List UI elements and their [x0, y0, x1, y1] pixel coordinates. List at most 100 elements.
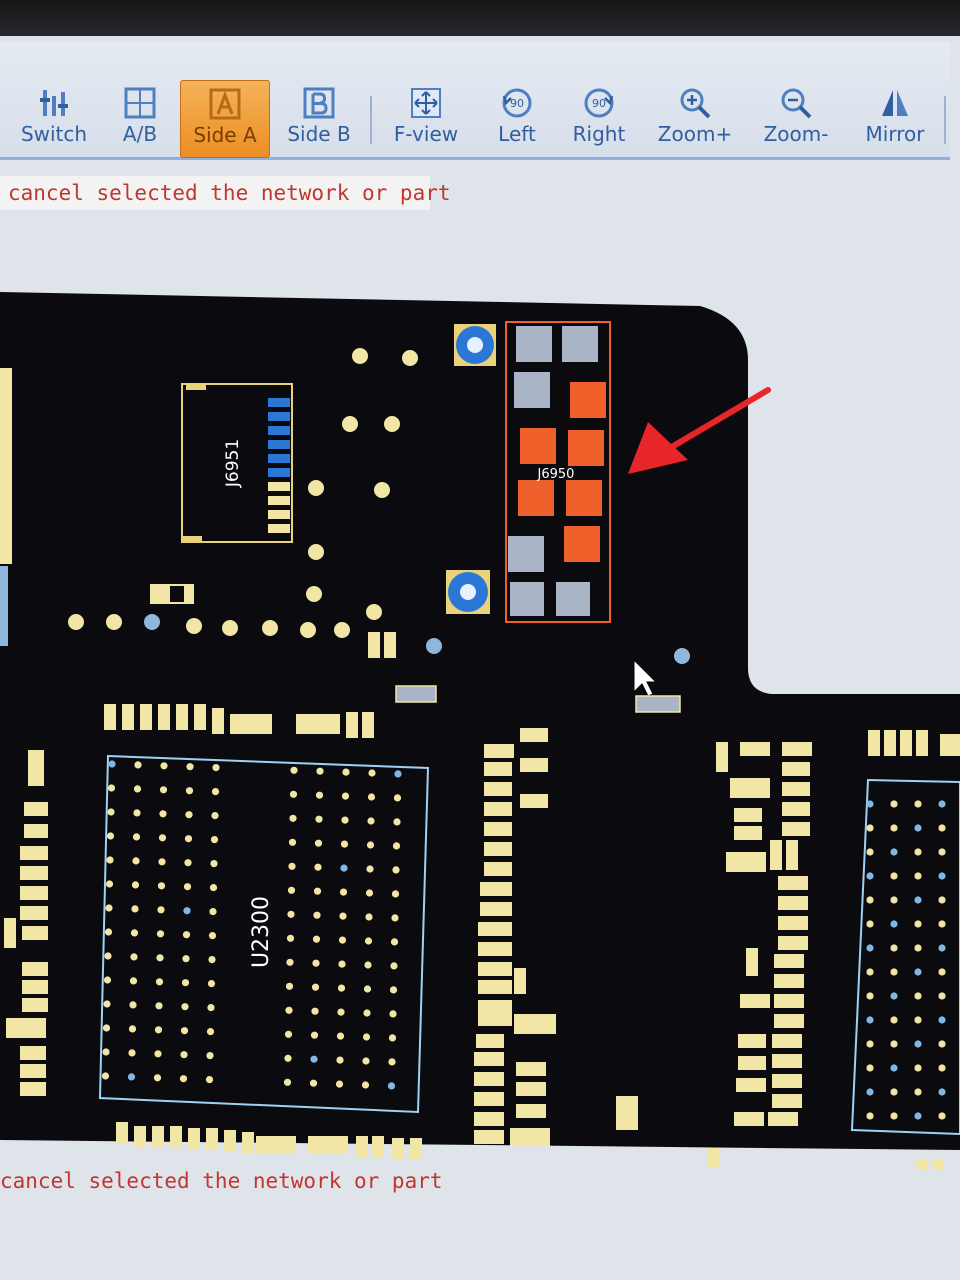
- bga-ball: [393, 794, 402, 802]
- bga-ball: [341, 816, 349, 824]
- bga-ball: [338, 960, 346, 968]
- bga-ball: [105, 904, 113, 912]
- bga-ball: [206, 1052, 214, 1060]
- rotate-left-label: Left: [498, 122, 536, 146]
- connector-j6950[interactable]: J6950: [505, 321, 611, 623]
- bga-ball: [160, 762, 168, 770]
- zoom-out-icon: [781, 88, 812, 119]
- bga-ball: [129, 1001, 137, 1009]
- side-b-icon: [303, 87, 335, 119]
- bga-ball: [156, 954, 164, 962]
- toolbar-separator: [944, 96, 946, 144]
- bga-ball: [315, 815, 323, 823]
- bga-ball: [339, 888, 348, 896]
- bga-ball: [365, 913, 373, 921]
- bga-ball: [290, 766, 298, 774]
- chip-right-partial[interactable]: [850, 778, 960, 1136]
- bga-ball: [890, 1016, 898, 1024]
- bga-ball: [181, 1003, 189, 1011]
- ab-button[interactable]: A/B: [110, 80, 170, 158]
- bga-ball: [387, 1082, 396, 1090]
- j6951-label: J6951: [223, 439, 243, 488]
- u2300-label: U2300: [249, 896, 274, 968]
- bga-ball: [182, 955, 190, 963]
- mirror-button[interactable]: Mirror: [858, 80, 932, 158]
- full-view-label: F-view: [393, 122, 459, 146]
- bga-ball: [914, 800, 922, 808]
- side-a-button[interactable]: Side A: [180, 80, 270, 158]
- bga-ball: [866, 944, 874, 952]
- chip-u2300[interactable]: U2300: [98, 754, 430, 1114]
- pcb-board: [0, 292, 960, 1150]
- bga-ball: [367, 817, 375, 825]
- rotate-right-label: Right: [572, 122, 626, 146]
- bga-ball: [363, 1009, 371, 1017]
- bga-ball: [208, 932, 217, 940]
- bga-ball: [866, 872, 874, 880]
- bga-ball: [310, 1055, 318, 1063]
- bga-ball: [914, 944, 922, 952]
- monitor-bezel: [0, 0, 960, 40]
- full-view-button[interactable]: F-view: [388, 80, 464, 158]
- zoom-out-button[interactable]: Zoom-: [758, 80, 834, 158]
- bga-ball: [156, 930, 165, 938]
- bga-ball: [312, 935, 321, 943]
- bga-ball: [890, 968, 898, 976]
- bga-ball: [313, 911, 321, 919]
- bga-ball: [890, 992, 898, 1000]
- bga-ball: [914, 1016, 922, 1024]
- bga-ball: [938, 824, 946, 832]
- bga-ball: [394, 770, 402, 778]
- side-b-button[interactable]: Side B: [282, 80, 356, 158]
- bga-ball: [866, 1112, 874, 1120]
- board-canvas[interactable]: J6951 J6950: [0, 210, 960, 1170]
- connector-j6951[interactable]: J6951: [181, 383, 293, 543]
- rotate-left-button[interactable]: 90 Left: [490, 80, 544, 158]
- bga-ball: [938, 944, 946, 952]
- bga-ball: [186, 763, 194, 771]
- bga-ball: [180, 1051, 188, 1059]
- rotate-right-icon: 90: [584, 88, 614, 118]
- bga-ball: [890, 896, 898, 904]
- bga-ball: [103, 1000, 111, 1008]
- bga-ball: [866, 992, 874, 1000]
- bga-ball: [914, 872, 922, 880]
- board-view[interactable]: J6951 J6950: [0, 210, 960, 1170]
- rotate-right-button[interactable]: 90 Right: [566, 80, 632, 158]
- bga-ball: [362, 1057, 370, 1065]
- zoom-in-button[interactable]: Zoom+: [654, 80, 736, 158]
- status-message-top: cancel selected the network or part: [0, 176, 451, 210]
- bga-ball: [890, 1040, 898, 1048]
- bga-ball: [866, 1064, 874, 1072]
- bga-ball: [183, 907, 191, 915]
- bga-ball: [288, 862, 296, 870]
- zoom-in-icon: [680, 88, 711, 119]
- bga-ball: [285, 1006, 293, 1014]
- bga-ball: [890, 920, 898, 928]
- bga-ball: [314, 839, 323, 847]
- side-a-icon: [209, 88, 241, 120]
- switch-button[interactable]: Switch: [14, 80, 94, 158]
- bga-ball: [131, 905, 139, 913]
- bga-ball: [133, 785, 142, 793]
- bga-ball: [361, 1081, 370, 1089]
- bga-ball: [207, 1004, 215, 1012]
- bga-ball: [390, 938, 399, 946]
- switch-label: Switch: [20, 122, 88, 146]
- bga-ball: [914, 1112, 922, 1120]
- bga-ball: [890, 824, 898, 832]
- bga-ball: [336, 1056, 344, 1064]
- bga-ball: [368, 769, 376, 777]
- bga-ball: [914, 1088, 922, 1096]
- bga-ball: [210, 836, 219, 844]
- bga-ball: [938, 1112, 946, 1120]
- bga-ball: [938, 896, 946, 904]
- bga-ball: [132, 833, 141, 841]
- bga-ball: [392, 866, 400, 874]
- bga-ball: [134, 761, 142, 769]
- bga-ball: [914, 1040, 922, 1048]
- bga-ball: [890, 1112, 898, 1120]
- rotate-right-badge: 90: [592, 97, 606, 110]
- bga-ball: [938, 968, 946, 976]
- bga-ball: [105, 880, 114, 888]
